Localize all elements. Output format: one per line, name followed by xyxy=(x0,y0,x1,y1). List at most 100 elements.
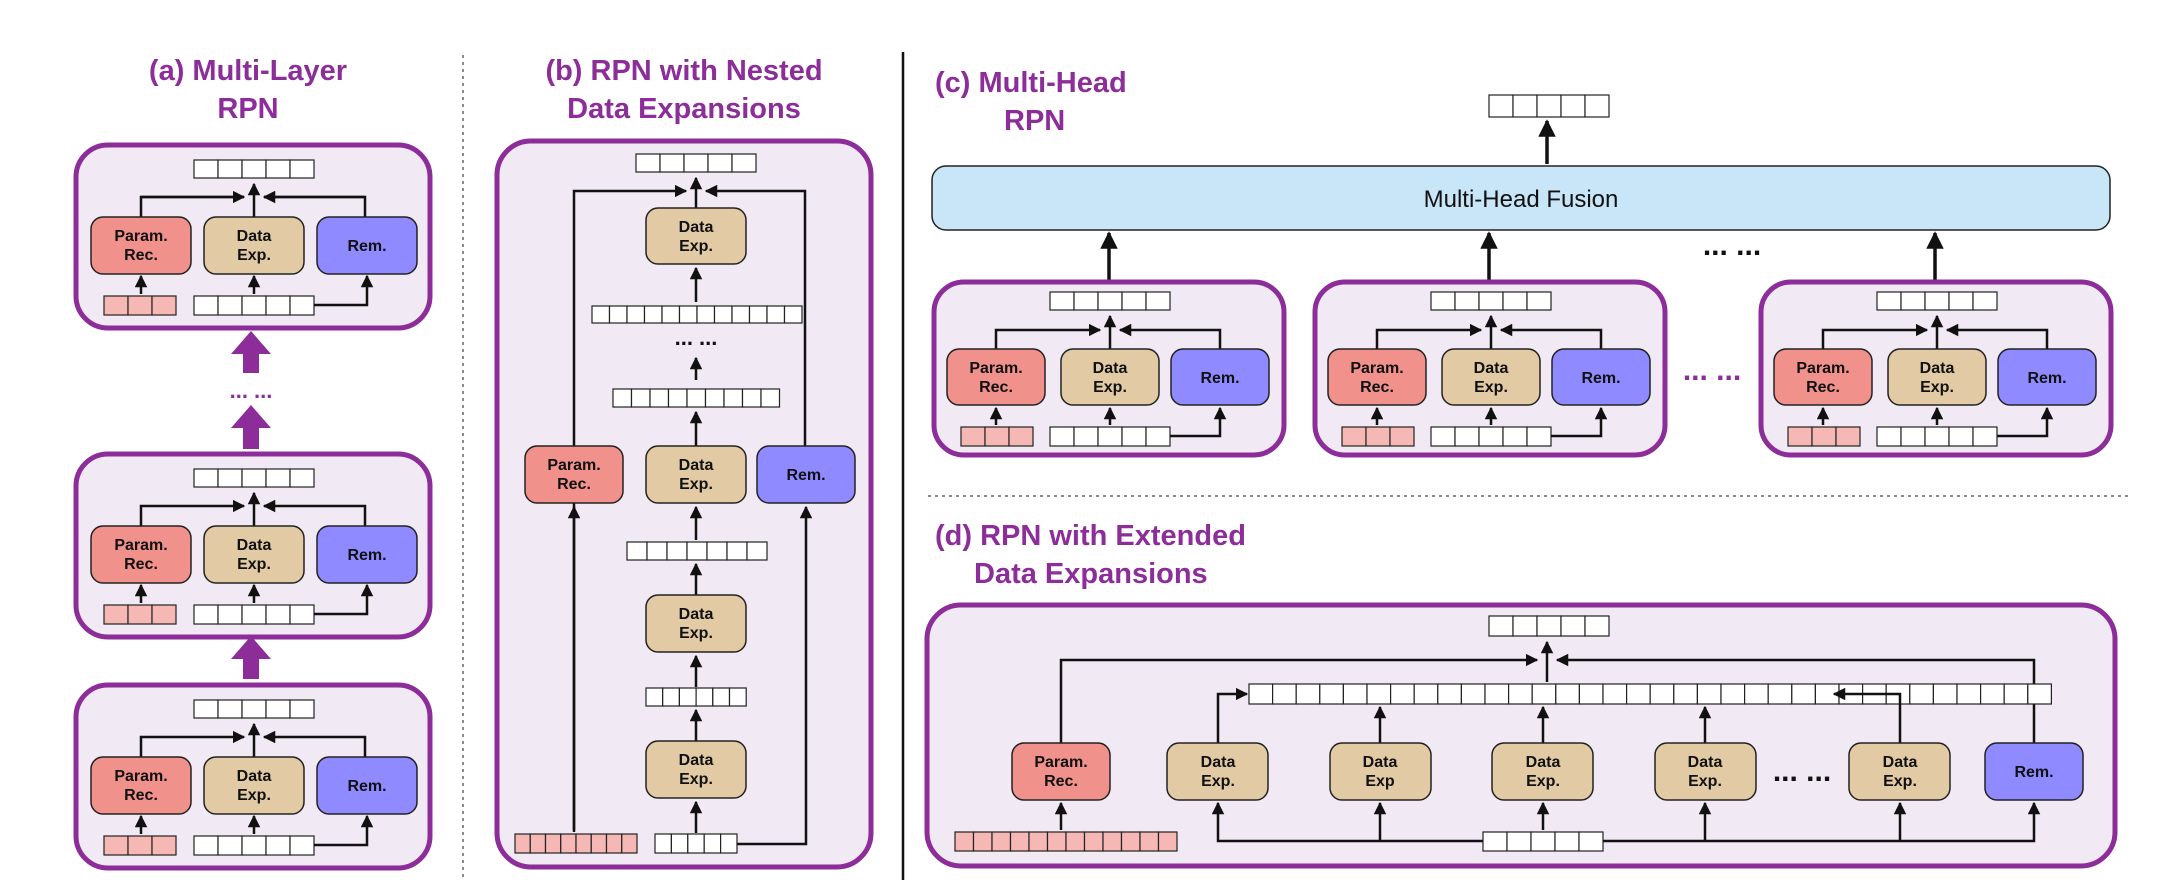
head-2: Param. Rec. Data Exp. Rem. xyxy=(1312,279,1668,458)
svg-text:Data: Data xyxy=(1883,754,1918,771)
data-exp-block-bottom xyxy=(645,740,747,799)
title-d-line2: Data Expansions xyxy=(974,558,1208,590)
head-1: Param. Rec. Data Exp. Rem. xyxy=(931,279,1287,458)
svg-text:Exp.: Exp. xyxy=(1920,379,1954,396)
svg-text:Rem.: Rem. xyxy=(2027,370,2066,387)
layer-arrow-lower xyxy=(231,405,271,449)
svg-text:Data: Data xyxy=(1363,754,1398,771)
svg-text:Exp: Exp xyxy=(1365,773,1395,790)
svg-text:Param.: Param. xyxy=(114,768,167,785)
data-exp-block-mid xyxy=(645,445,747,504)
svg-text:Rec.: Rec. xyxy=(1044,773,1078,790)
svg-text:Data: Data xyxy=(1688,754,1723,771)
svg-text:Rec.: Rec. xyxy=(557,476,591,493)
svg-text:Rem.: Rem. xyxy=(1200,370,1239,387)
input-vector xyxy=(1482,831,1604,852)
rem-block xyxy=(1170,348,1270,406)
svg-text:Exp.: Exp. xyxy=(679,476,713,493)
param-vector xyxy=(514,833,638,854)
data-exp-block xyxy=(203,525,305,584)
svg-text:Rec.: Rec. xyxy=(1806,379,1840,396)
param-rec-block xyxy=(1327,348,1427,406)
multi-head-fusion-label: Multi-Head Fusion xyxy=(1424,186,1619,213)
data-exp-block xyxy=(1887,348,1987,406)
svg-text:Data: Data xyxy=(679,752,714,769)
expanded-vector-first xyxy=(645,687,747,707)
svg-text:Exp.: Exp. xyxy=(679,238,713,255)
param-rec-block xyxy=(90,525,192,584)
title-a-line1: (a) Multi-Layer xyxy=(149,55,347,87)
panel-b-nested: Data Exp. ... ... Param. Rec. Data Exp. … xyxy=(494,138,874,870)
data-exp-block-4 xyxy=(1654,742,1757,801)
output-vector xyxy=(193,159,315,179)
rem-block xyxy=(316,756,418,815)
svg-text:Param.: Param. xyxy=(547,457,600,474)
svg-text:Rec.: Rec. xyxy=(124,556,158,573)
svg-text:Rem.: Rem. xyxy=(347,238,386,255)
expanded-vector-long xyxy=(591,305,803,324)
svg-text:Exp.: Exp. xyxy=(237,556,271,573)
svg-text:Data: Data xyxy=(1920,360,1955,377)
title-b-line2: Data Expansions xyxy=(567,93,801,125)
rem-block xyxy=(1997,348,2097,406)
layer-dots: ... ... xyxy=(230,378,273,403)
panel-a-module-3: Param. Rec. Data Exp. Rem. xyxy=(73,682,433,871)
multi-head-fusion-block xyxy=(931,165,2111,231)
fusion-head-dots: ... ... xyxy=(1703,229,1761,262)
data-exp-block-n xyxy=(1848,742,1951,801)
expansion-dots: ... ... xyxy=(1773,755,1831,788)
svg-text:Rem.: Rem. xyxy=(786,467,825,484)
title-d-line1: (d) RPN with Extended xyxy=(935,520,1246,552)
svg-text:Data: Data xyxy=(679,219,714,236)
data-exp-block xyxy=(203,216,305,275)
svg-text:Data: Data xyxy=(1526,754,1561,771)
param-rec-block xyxy=(946,348,1046,406)
svg-text:Exp.: Exp. xyxy=(1093,379,1127,396)
svg-text:Rem.: Rem. xyxy=(2014,764,2053,781)
output-vector xyxy=(635,153,757,173)
param-rec-block xyxy=(90,756,192,815)
svg-text:Rec.: Rec. xyxy=(979,379,1013,396)
data-exp-block xyxy=(1441,348,1541,406)
svg-text:Exp.: Exp. xyxy=(1526,773,1560,790)
title-b-line1: (b) RPN with Nested xyxy=(545,55,822,87)
svg-text:Exp.: Exp. xyxy=(1201,773,1235,790)
panel-a-module-2: Param. Rec. Data Exp. Rem. xyxy=(73,451,433,640)
svg-text:Exp.: Exp. xyxy=(237,247,271,264)
data-exp-block-2 xyxy=(1329,742,1432,801)
rem-block xyxy=(756,445,856,504)
svg-text:Param.: Param. xyxy=(114,537,167,554)
svg-text:Exp.: Exp. xyxy=(1883,773,1917,790)
layer-arrow-bottom xyxy=(231,636,271,679)
panel-c-multihead: Multi-Head Fusion ... ... ... ... Param.… xyxy=(931,94,2114,458)
data-exp-block-1 xyxy=(1166,742,1269,801)
output-vector xyxy=(1488,615,1610,637)
svg-text:Exp.: Exp. xyxy=(679,625,713,642)
title-c-line1: (c) Multi-Head xyxy=(935,67,1127,99)
expanded-vector-long xyxy=(1248,683,2053,705)
svg-text:Exp.: Exp. xyxy=(679,771,713,788)
rem-block xyxy=(1551,348,1651,406)
data-exp-block-lower xyxy=(645,594,747,653)
data-exp-block xyxy=(203,756,305,815)
rem-block xyxy=(316,216,418,275)
param-vector xyxy=(103,295,177,316)
svg-text:Param.: Param. xyxy=(969,360,1022,377)
input-vector xyxy=(193,295,315,316)
svg-text:Data: Data xyxy=(237,228,272,245)
svg-text:Rem.: Rem. xyxy=(1581,370,1620,387)
svg-text:Data: Data xyxy=(679,457,714,474)
svg-text:Rem.: Rem. xyxy=(347,547,386,564)
rem-block xyxy=(316,525,418,584)
expanded-vector-small xyxy=(626,541,768,561)
fusion-output-vector xyxy=(1488,94,1610,118)
svg-text:Data: Data xyxy=(237,537,272,554)
svg-text:Exp.: Exp. xyxy=(237,787,271,804)
svg-text:Data: Data xyxy=(1474,360,1509,377)
param-rec-block xyxy=(524,445,624,504)
svg-text:Param.: Param. xyxy=(1034,754,1087,771)
param-rec-block xyxy=(90,216,192,275)
layer-arrow-upper xyxy=(231,331,271,373)
param-vector xyxy=(954,831,1178,852)
